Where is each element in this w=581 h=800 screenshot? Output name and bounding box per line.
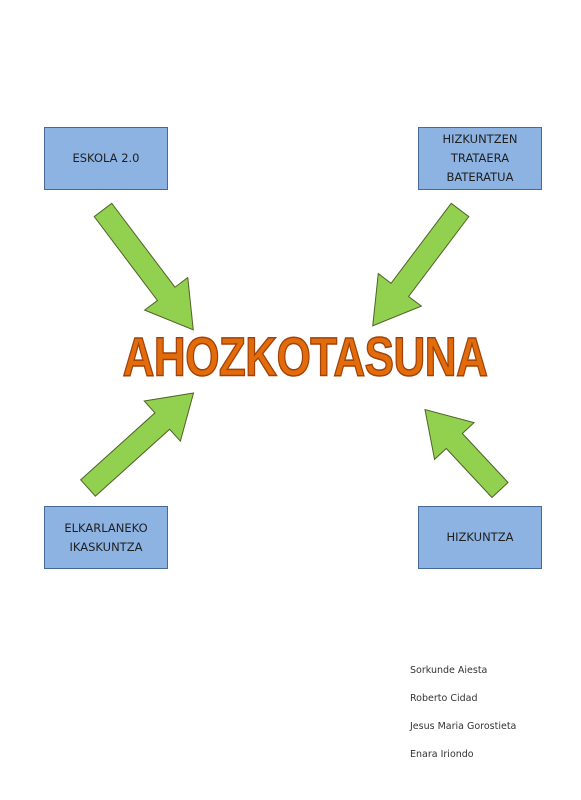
box-hizkuntza: HIZKUNTZA	[418, 506, 542, 569]
box-elkarlaneko: ELKARLANEKO IKASKUNTZA	[44, 506, 168, 569]
author-name: Enara Iriondo	[410, 749, 474, 760]
box-hizkuntza-line: HIZKUNTZA	[446, 530, 514, 544]
box-hizkuntzen-line-2: TRATAERA	[450, 151, 510, 165]
box-eskola: ESKOLA 2.0	[44, 127, 168, 190]
arrow-top-left	[93, 202, 194, 331]
arrow-bottom-left	[79, 392, 195, 497]
center-title: AHOZKOTASUNA	[122, 326, 488, 389]
arrow-bottom-right	[424, 408, 509, 499]
arrow-top-right	[372, 202, 470, 327]
box-hizkuntzen-line-3: BATERATUA	[446, 170, 514, 184]
box-hizkuntzen-line-1: HIZKUNTZEN	[442, 132, 518, 146]
author-list: Sorkunde Aiesta Roberto Cidad Jesus Mari…	[410, 664, 516, 776]
box-eskola-line: ESKOLA 2.0	[72, 151, 140, 165]
author-name: Roberto Cidad	[410, 693, 478, 704]
box-elkarlaneko-line-2: IKASKUNTZA	[69, 539, 143, 554]
box-elkarlaneko-line-1: ELKARLANEKO	[64, 520, 148, 535]
author-name: Sorkunde Aiesta	[410, 665, 488, 676]
author-name: Jesus Maria Gorostieta	[410, 721, 517, 732]
box-hizkuntzen-trataera: HIZKUNTZEN TRATAERA BATERATUA	[418, 127, 542, 190]
